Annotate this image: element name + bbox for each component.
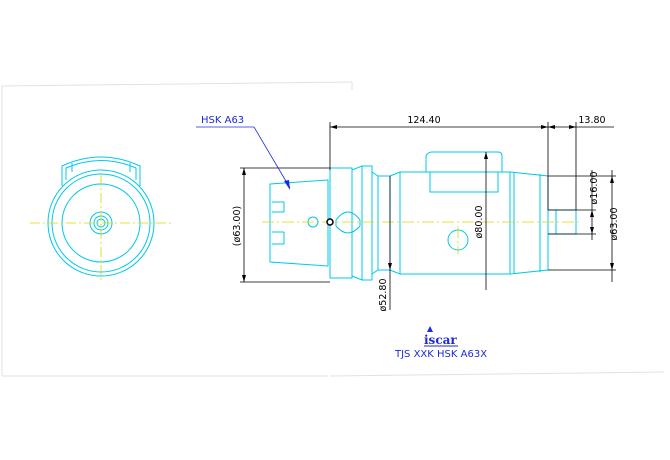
dim-end-diameter: ø63.00: [609, 207, 620, 240]
logo-mark-icon: [427, 326, 433, 332]
datum-point: [326, 218, 334, 226]
dim-length: 124.40: [407, 115, 440, 126]
part-code: TJS XXK HSK A63X: [394, 349, 487, 360]
dimension-lines: [240, 122, 616, 310]
brand-name: iscar: [424, 333, 457, 347]
dim-bore-diameter: ø16.00: [589, 171, 600, 204]
sheet-frame: [1, 81, 665, 377]
dim-offset: 13.80: [578, 115, 605, 126]
callout-arrowhead: [284, 180, 290, 190]
dim-hsk-diameter: (ø63.00): [232, 206, 243, 246]
brand-logo: iscar: [424, 326, 458, 347]
dim-neck-diameter: ø52.80: [378, 278, 389, 311]
side-view-centerline: [262, 221, 580, 254]
side-view: [269, 151, 577, 281]
callout-label: HSK A63: [201, 115, 244, 126]
callout-leader: [196, 126, 291, 189]
dimension-arrows: [242, 125, 614, 282]
end-view-centerlines: [30, 175, 172, 280]
dim-body-diameter: ø80.00: [474, 205, 485, 238]
